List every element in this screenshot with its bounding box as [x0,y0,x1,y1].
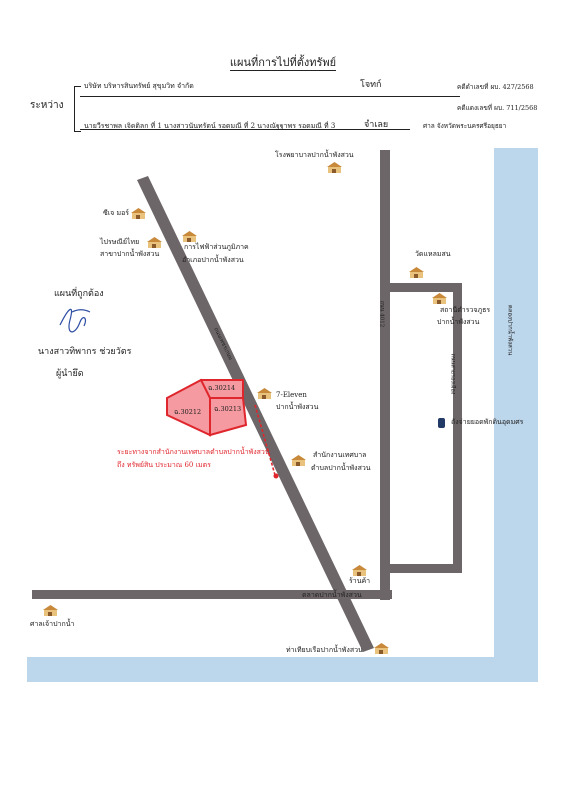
plaintiff-name: บริษัท บริหารสินทรัพย์ สุขุมวิท จำกัด [84,82,194,90]
signature-mark [59,308,91,333]
landmark-pea-district: อำเภอปากน้ำพังสวน [182,256,244,264]
landmark-municipal-office: สำนักงานเทศบาล [313,451,367,459]
plot-label-30213: ฉ.30213 [214,405,242,413]
river-vertical [494,148,538,682]
house-icon [352,565,367,576]
bottom-road [32,590,392,599]
landmark-seven-eleven-branch: ปากน้ำพังสวน [276,403,319,411]
house-icon [147,237,162,248]
road-label-right: ถนน 4012 [378,300,385,328]
landmark-municipal-district: ตำบลปากน้ำพังสวน [311,464,371,472]
landmark-cj-more: ซีเจ มอร์ [103,209,130,217]
landmark-fuel-tank: ถังจ่ายยอดพักดินอุดมศร [451,418,524,426]
house-icon [432,293,447,304]
defendant-line [80,129,410,130]
house-icon [43,605,58,616]
landmark-pier: ท่าเทียบเรือปากน้ำพังสวน [286,646,363,654]
river-label: คลองปากน้ำพังสวน [506,304,514,356]
court-name: ศาล จังหวัดพระนครศรีอยุธยา [423,122,507,130]
plaintiff-line [80,96,460,97]
landmark-market: ตลาดปากน้ำพังสวน [302,591,362,599]
plot-label-30212: ฉ.30212 [174,408,202,416]
defendant-role: จำเลย [364,120,389,130]
signer-name: นางสาวทิพากร ช่วยวัตร [38,347,132,357]
house-icon [291,455,306,466]
landmark-shop: ร้านค้า [349,577,371,585]
main-diagonal-road [137,176,374,652]
landmark-post-office-branch: สาขาปากน้ำพังสวน [100,250,160,258]
landmark-post-office: ไปรษณีย์ไทย [100,238,140,246]
certification-label: แผนที่ถูกต้อง [54,289,104,299]
between-label: ระหว่าง [30,100,64,111]
signer-role: ผู้นำยึด [56,369,84,379]
map-title: แผนที่การไปที่ตั้งทรัพย์ [229,56,337,71]
parties-bracket [74,86,81,132]
landmark-pea: การไฟฟ้าส่วนภูมิภาค [184,243,249,251]
landmark-police: สถานีตำรวจภูธร [440,306,491,314]
right-inner-road [453,283,462,573]
distance-note-line1: ระยะทางจากสำนักงานเทศบาลตำบลปากน้ำพังสวน [117,448,270,456]
house-icon [131,208,146,219]
right-connector-bottom [380,564,462,573]
red-case-number: คดีแดงเลขที่ ผบ. 711/2568 [457,104,538,112]
black-case-number: คดีดำเลขที่ ผบ. 427/2568 [457,83,534,91]
landmark-seven-eleven: 7-Eleven [276,391,307,399]
plot-30213 [209,397,248,437]
road-label-inner: ถนนสายรองเมือง [449,353,456,395]
landmark-police-branch: ปากน้ำพังสวน [437,318,480,326]
fuel-tank-icon [438,418,445,428]
landmark-shrine: ศาลเจ้าปากน้ำ [30,620,75,628]
property-point [273,473,279,479]
right-connector-top [380,283,462,292]
plot-label-30214: ฉ.30214 [208,384,236,392]
river-horizontal [27,657,538,682]
distance-note-line2: ถึง ทรัพย์สิน ประมาณ 60 เมตร [117,461,211,469]
house-icon [374,643,389,654]
house-icon [257,388,272,399]
landmark-hospital: โรงพยาบาลปากน้ำพังสวน [275,151,354,159]
right-vertical-road [380,150,390,600]
distance-line [254,404,276,476]
house-icon [409,267,424,278]
landmark-temple: วัดแหลมสน [415,250,451,258]
plaintiff-role: โจทก์ [360,80,382,90]
defendant-name: นายวีรชาพล เจิดติลก ที่ 1 นางสาวนันทรัตน… [84,122,336,130]
house-icon [182,231,197,242]
house-icon [327,162,342,173]
